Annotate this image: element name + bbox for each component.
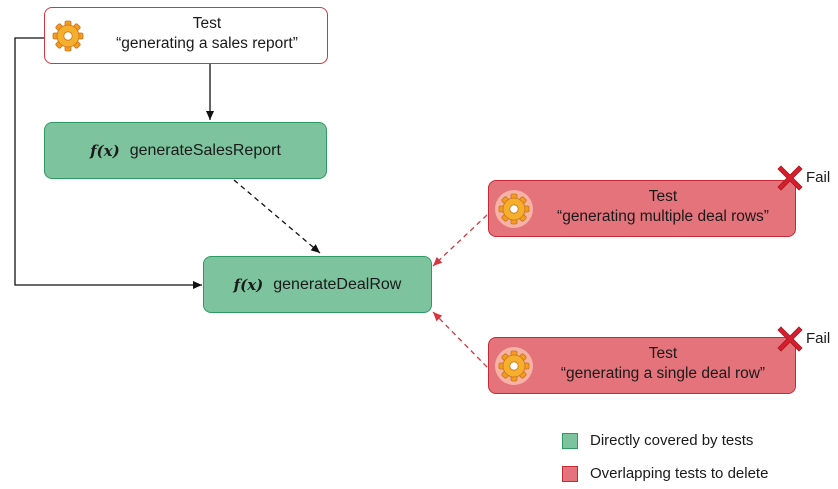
legend-label-covered: Directly covered by tests	[590, 432, 754, 449]
function-generate-deal-row: f(x) generateDealRow	[203, 256, 432, 313]
test-heading: Test	[648, 188, 678, 205]
legend-item-covered: Directly covered by tests	[562, 432, 753, 449]
fail-status-multiple-deal-rows: Fail	[776, 163, 830, 191]
test-generating-multiple-deal-rows: Test “generating multiple deal rows”	[488, 180, 796, 237]
fail-label: Fail	[806, 329, 831, 347]
test-name: “generating a single deal row”	[560, 365, 766, 382]
test-generating-single-deal-row: Test “generating a single deal row”	[488, 337, 796, 394]
arrow-sales-report-to-deal-row	[233, 179, 321, 254]
gear-icon	[51, 19, 85, 53]
test-name: “generating multiple deal rows”	[557, 208, 769, 225]
test-generating-sales-report: Test “generating a sales report”	[44, 7, 328, 64]
test-heading: Test	[648, 345, 678, 362]
arrow-single-row-to-deal-row	[432, 311, 488, 368]
test-name: “generating a sales report”	[116, 35, 298, 52]
function-generate-sales-report: f(x) generateSalesReport	[44, 122, 327, 179]
legend-swatch-overlapping	[562, 465, 578, 482]
function-icon: f(x)	[90, 141, 120, 160]
legend-label-overlapping: Overlapping tests to delete	[590, 465, 769, 482]
test-heading: Test	[192, 15, 222, 32]
function-icon: f(x)	[233, 275, 264, 294]
arrow-test-to-generate-deal-row	[14, 37, 202, 289]
gear-icon	[495, 347, 533, 385]
fail-label: Fail	[806, 168, 831, 186]
cross-icon	[777, 326, 803, 352]
cross-icon	[777, 165, 803, 191]
gear-icon	[495, 190, 533, 228]
fail-status-single-deal-row: Fail	[776, 324, 830, 352]
arrow-multiple-rows-to-deal-row	[432, 214, 488, 267]
function-name: generateDealRow	[273, 275, 402, 293]
legend-item-overlapping: Overlapping tests to delete	[562, 465, 768, 482]
function-name: generateSalesReport	[129, 141, 281, 159]
legend-swatch-covered	[562, 432, 578, 449]
